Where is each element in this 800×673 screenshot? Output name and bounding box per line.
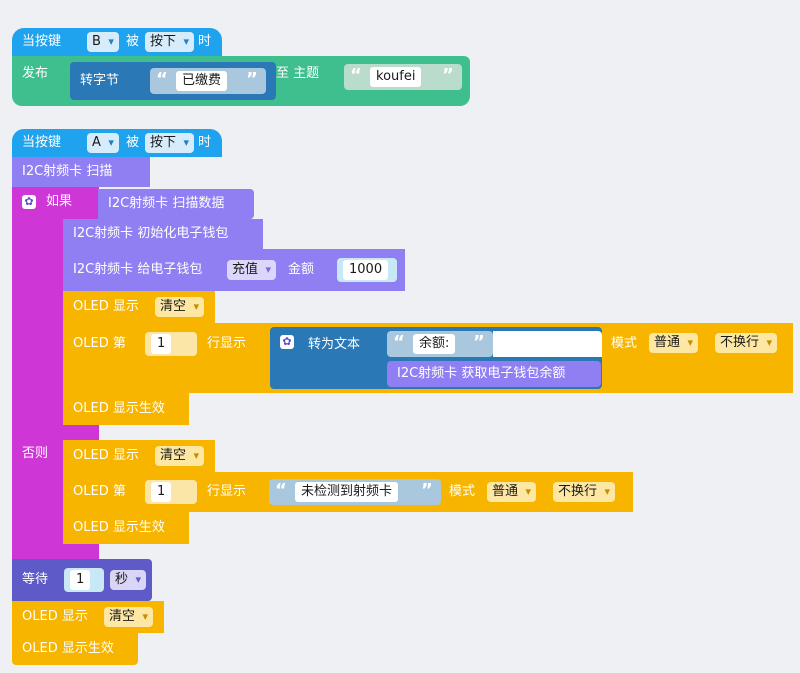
when-suffix-label: 时 <box>198 34 212 49</box>
open-quote-icon: “ <box>156 69 168 90</box>
wait-block[interactable]: 等待 1 秒 <box>12 559 152 601</box>
wait-label: 等待 <box>22 572 49 587</box>
wallet-mode-dropdown[interactable]: 充值 <box>227 260 277 280</box>
by-label: 被 <box>126 34 140 49</box>
mode-label: 模式 <box>611 336 638 351</box>
balance-label-text[interactable]: 余额: <box>413 334 456 354</box>
oled-clear-block[interactable]: OLED 显示 清空 <box>12 601 164 633</box>
oled-clear-block[interactable]: OLED 显示 清空 <box>63 291 215 323</box>
wait-unit-dropdown[interactable]: 秒 <box>110 570 147 590</box>
when-suffix-label: 时 <box>198 135 212 150</box>
gear-icon[interactable]: ✿ <box>22 195 36 209</box>
oled-clear-block[interactable]: OLED 显示 清空 <box>63 440 215 472</box>
amount-number[interactable]: 1000 <box>337 258 397 282</box>
line-suffix-label: 行显示 <box>207 484 247 499</box>
press-dropdown[interactable]: 按下 <box>145 133 195 153</box>
close-quote-icon: ” <box>421 480 433 501</box>
press-dropdown[interactable]: 按下 <box>145 32 195 52</box>
clear-dropdown[interactable]: 清空 <box>155 446 205 466</box>
close-quote-icon: ” <box>246 69 258 90</box>
when-key-label: 当按键 <box>22 34 62 49</box>
amount-value[interactable]: 1000 <box>343 260 389 280</box>
balance-label-string[interactable]: “ 余额: ” <box>387 331 493 357</box>
to-text-block[interactable]: ✿ 转为文本 “ 余额: ” I2C射频卡 获取电子钱包余额 <box>270 327 602 389</box>
oled-show-label: OLED 显示生效 <box>73 401 165 416</box>
i2c-get-balance-block[interactable]: I2C射频卡 获取电子钱包余额 <box>387 361 601 387</box>
oled-show-label: OLED 显示生效 <box>22 641 114 656</box>
key-b-dropdown[interactable]: B <box>87 32 119 52</box>
to-text-empty-slot <box>493 331 602 357</box>
gear-icon[interactable]: ✿ <box>280 335 294 349</box>
open-quote-icon: “ <box>350 65 362 86</box>
i2c-wallet-recharge-block[interactable]: I2C射频卡 给电子钱包 充值 金额 1000 <box>63 249 405 291</box>
oled-display-label: OLED 显示 <box>22 609 88 624</box>
wallet-op-label: I2C射频卡 给电子钱包 <box>73 262 203 277</box>
to-bytes-block[interactable]: 转字节 “ 已缴费 ” <box>70 62 276 100</box>
mode-label: 模式 <box>449 484 476 499</box>
publish-label: 发布 <box>22 66 49 81</box>
i2c-scan-label: I2C射频卡 扫描 <box>22 164 113 179</box>
oled-show-effect-block[interactable]: OLED 显示生效 <box>12 633 138 665</box>
when-key-a-pressed-block[interactable]: 当按键 A 被 按下 时 <box>12 129 222 157</box>
oled-line-display-block[interactable]: OLED 第 1 行显示 ✿ 转为文本 “ 余额: ” I2C射频卡 获取电子钱… <box>63 323 793 393</box>
i2c-scan-block[interactable]: I2C射频卡 扫描 <box>12 157 150 187</box>
to-topic-label: 至 主题 <box>276 66 320 81</box>
oled-display-label: OLED 显示 <box>73 448 139 463</box>
if-label: 如果 <box>46 194 73 209</box>
oled-show-effect-block[interactable]: OLED 显示生效 <box>63 393 189 425</box>
oled-line-prefix-label: OLED 第 <box>73 484 126 499</box>
key-a-dropdown[interactable]: A <box>87 133 119 153</box>
scan-data-label: I2C射频卡 扫描数据 <box>108 196 225 211</box>
topic-string[interactable]: “ koufei ” <box>344 64 462 90</box>
to-bytes-label: 转字节 <box>80 73 120 88</box>
clear-dropdown[interactable]: 清空 <box>155 297 205 317</box>
oled-display-label: OLED 显示 <box>73 299 139 314</box>
open-quote-icon: “ <box>275 480 287 501</box>
topic-text[interactable]: koufei <box>370 67 422 87</box>
close-quote-icon: ” <box>473 332 485 353</box>
i2c-init-wallet-block[interactable]: I2C射频卡 初始化电子钱包 <box>63 219 263 249</box>
when-key-label: 当按键 <box>22 135 62 150</box>
i2c-scan-data-block[interactable]: I2C射频卡 扫描数据 <box>98 189 254 219</box>
line-number-value[interactable]: 1 <box>151 334 172 354</box>
mqtt-publish-block[interactable]: 发布 转字节 “ 已缴费 ” 至 主题 “ koufei ” <box>12 56 470 106</box>
clear-dropdown[interactable]: 清空 <box>104 607 154 627</box>
wait-value[interactable]: 1 <box>70 570 91 590</box>
payload-text[interactable]: 已缴费 <box>176 71 228 91</box>
line-number-value[interactable]: 1 <box>151 482 172 502</box>
oled-show-effect-block[interactable]: OLED 显示生效 <box>63 512 189 544</box>
line-number[interactable]: 1 <box>145 332 197 356</box>
payload-string[interactable]: “ 已缴费 ” <box>150 68 266 94</box>
else-label: 否则 <box>22 446 49 461</box>
open-quote-icon: “ <box>393 332 405 353</box>
oled-line-display-block[interactable]: OLED 第 1 行显示 “ 未检测到射频卡 ” 模式 普通 不换行 <box>63 472 633 512</box>
no-card-text[interactable]: 未检测到射频卡 <box>295 482 399 502</box>
init-wallet-label: I2C射频卡 初始化电子钱包 <box>73 226 229 241</box>
line-number[interactable]: 1 <box>145 480 197 504</box>
mode-dropdown[interactable]: 普通 <box>649 333 699 353</box>
oled-show-label: OLED 显示生效 <box>73 520 165 535</box>
line-suffix-label: 行显示 <box>207 336 247 351</box>
close-quote-icon: ” <box>442 65 454 86</box>
get-balance-label: I2C射频卡 获取电子钱包余额 <box>397 366 566 381</box>
if-else-bottom-bar <box>12 545 99 560</box>
no-card-string[interactable]: “ 未检测到射频卡 ” <box>269 479 441 505</box>
wrap-dropdown[interactable]: 不换行 <box>715 333 778 353</box>
mode-dropdown[interactable]: 普通 <box>487 482 537 502</box>
wrap-dropdown[interactable]: 不换行 <box>553 482 616 502</box>
amount-label: 金额 <box>288 262 315 277</box>
to-text-label: 转为文本 <box>308 337 361 352</box>
wait-number[interactable]: 1 <box>64 568 104 592</box>
by-label: 被 <box>126 135 140 150</box>
oled-line-prefix-label: OLED 第 <box>73 336 126 351</box>
when-key-b-pressed-block[interactable]: 当按键 B 被 按下 时 <box>12 28 222 56</box>
